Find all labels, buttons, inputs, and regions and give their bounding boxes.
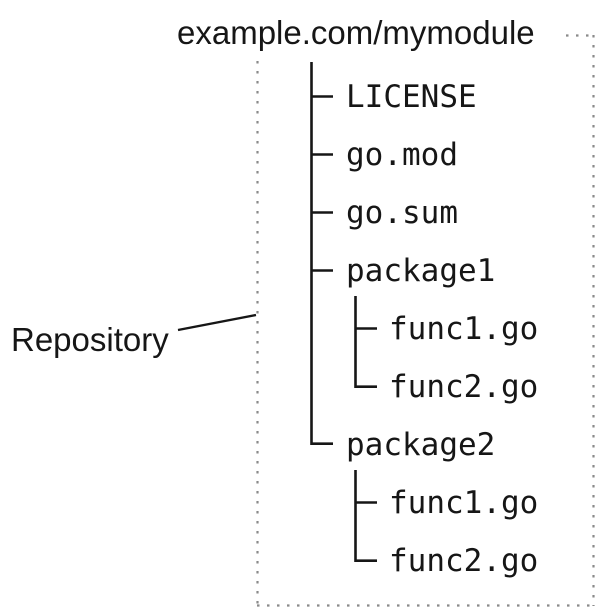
tree-item-go-sum: go.sum <box>346 195 458 231</box>
annotation-pointer-line <box>177 313 257 332</box>
tree-item-package2-func2-go: func2.go <box>389 543 539 579</box>
tree-item-license: LICENSE <box>346 79 477 115</box>
tree-item-package2: package2 <box>346 427 496 463</box>
tree-item-package1-func1-go: func1.go <box>389 311 539 347</box>
tree-item-package2-func1-go: func1.go <box>389 485 539 521</box>
tree-trunk <box>310 62 333 445</box>
tree-item-package1-func2-go: func2.go <box>389 369 539 405</box>
module-path-title: example.com/mymodule <box>177 16 541 50</box>
repository-label: Repository <box>11 321 169 358</box>
tree-branch-package1 <box>354 296 377 388</box>
tree-item-go-mod: go.mod <box>346 137 458 173</box>
tree-branch-package2 <box>354 470 377 562</box>
tree-item-package1: package1 <box>346 253 496 289</box>
